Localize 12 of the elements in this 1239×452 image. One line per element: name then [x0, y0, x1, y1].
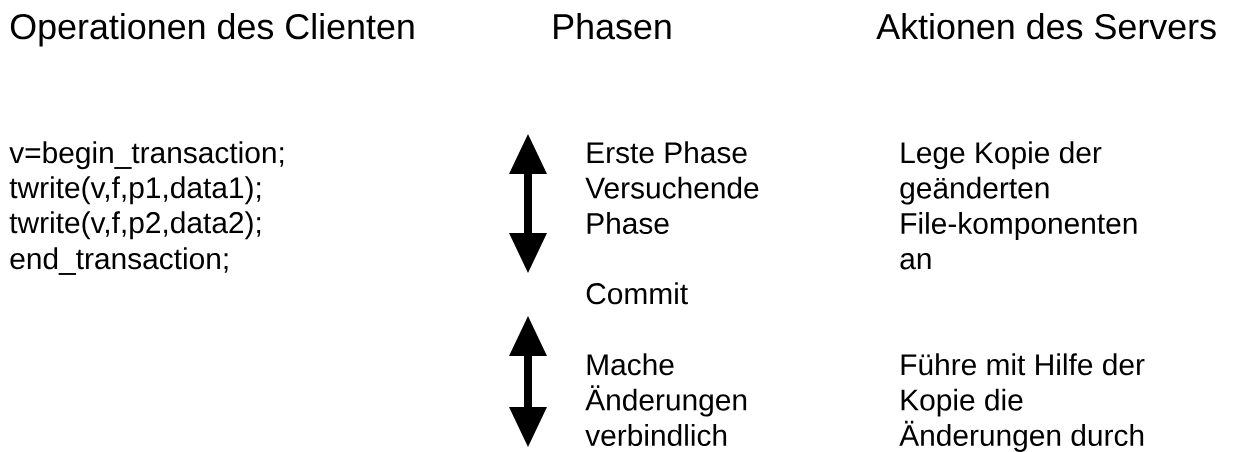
code-line: end_transaction;	[10, 247, 228, 275]
column-heading: Phasen	[554, 13, 671, 40]
server-action: Lege Kopie der geänderten File-komponenten an	[900, 141, 1137, 270]
server-action: Führe mit Hilfe der Kopie die Änderungen durch	[899, 353, 1145, 452]
phase-description: Mache Änderungen verbindlich	[585, 353, 747, 446]
column-heading: Aktionen des Servers	[876, 13, 1216, 40]
phase-name: Commit	[586, 282, 688, 305]
column-heading: Operationen des Clienten	[10, 13, 414, 47]
phase-description: Erste Phase Versuchende Phase	[585, 141, 759, 234]
code-line: v=begin_transaction;	[9, 141, 284, 170]
code-line: twrite(v,f,p2,data2);	[9, 211, 261, 240]
code-line: twrite(v,f,p1,data1);	[9, 176, 261, 205]
